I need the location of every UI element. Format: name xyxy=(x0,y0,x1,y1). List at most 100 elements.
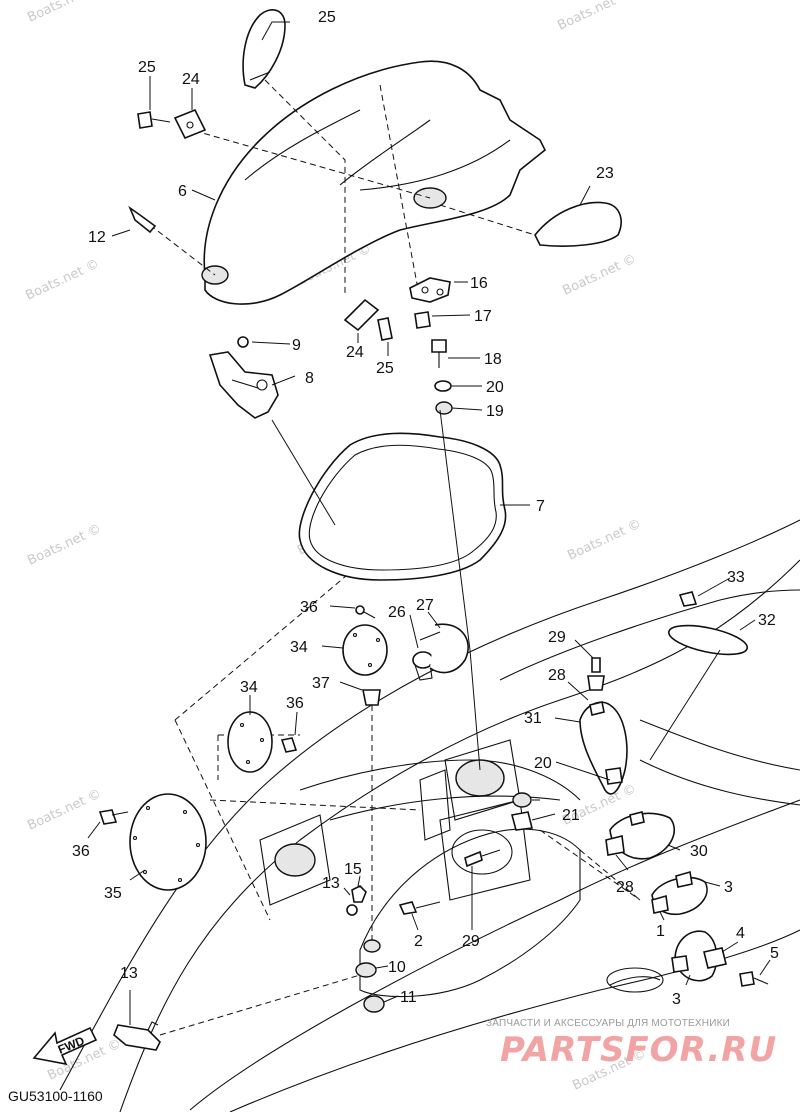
callout-7: 7 xyxy=(536,498,545,515)
watermark: Boats.net © xyxy=(555,0,633,34)
part-37-cap xyxy=(362,689,381,706)
callout-25b: 25 xyxy=(376,360,394,377)
part-34-cover xyxy=(342,624,388,676)
part-3-strap-a xyxy=(651,870,708,916)
part-32-plate xyxy=(667,624,749,656)
watermark: Boats.net © xyxy=(565,517,643,564)
part-22-pad xyxy=(534,201,622,247)
brand-tagline: ЗАПЧАСТИ И АКСЕССУАРЫ ДЛЯ МОТОТЕХНИКИ xyxy=(486,1018,731,1029)
watermark: Boats.net © xyxy=(23,257,101,304)
part-24-clip xyxy=(173,108,207,140)
part-19-grommet xyxy=(435,401,453,415)
callout-17: 17 xyxy=(474,308,492,325)
callout-33: 33 xyxy=(727,569,745,586)
part-25-bolt xyxy=(137,111,171,129)
callout-24b: 24 xyxy=(346,344,364,361)
part-31-strap xyxy=(579,701,628,795)
diagram-code: GU53100-1160 xyxy=(8,1088,103,1104)
callout-12: 12 xyxy=(88,229,106,246)
callout-27: 27 xyxy=(416,597,434,614)
callout-26: 26 xyxy=(388,604,406,621)
bulkhead xyxy=(259,739,531,906)
part-15-nut xyxy=(351,885,367,903)
callout-3b: 3 xyxy=(672,991,681,1008)
part-33-screw xyxy=(678,591,698,607)
part-26-fitting xyxy=(412,651,434,681)
callout-16: 16 xyxy=(470,275,488,292)
callout-19: 19 xyxy=(486,403,504,420)
callout-36: 36 xyxy=(300,599,318,616)
part-36-screw-a xyxy=(355,605,376,619)
callout-28: 28 xyxy=(548,667,566,684)
leader-lines xyxy=(87,21,771,1025)
callout-25: 25 xyxy=(138,59,156,76)
part-12-rivet xyxy=(128,205,157,234)
part-27-hose xyxy=(419,623,469,674)
part-34-cover-b xyxy=(227,711,273,773)
callout-3a: 3 xyxy=(724,879,733,896)
callout-35: 35 xyxy=(104,885,122,902)
watermark: Boats.net © xyxy=(25,522,103,569)
callout-37: 37 xyxy=(312,675,330,692)
watermark: Boats.net © xyxy=(25,0,103,26)
part-17-screw xyxy=(414,311,431,329)
callout-11: 11 xyxy=(400,989,417,1006)
part-9-screw xyxy=(237,336,249,348)
callout-1: 1 xyxy=(656,923,665,940)
part-21-nut xyxy=(511,811,533,831)
callout-34: 34 xyxy=(290,639,308,656)
callout-2: 2 xyxy=(414,933,423,950)
callout-23: 25 xyxy=(318,9,336,26)
part-16-hook xyxy=(409,277,451,303)
callout-22: 23 xyxy=(596,165,614,182)
part-24-clip-lower xyxy=(343,298,380,332)
callout-36c: 36 xyxy=(72,843,90,860)
callout-15: 15 xyxy=(344,861,362,878)
callout-36b: 36 xyxy=(286,695,304,712)
callout-20b: 20 xyxy=(534,755,552,772)
callout-18: 18 xyxy=(484,351,502,368)
part-2-bolt xyxy=(398,901,441,915)
part-5-rivet xyxy=(739,971,769,987)
part-13-plug xyxy=(113,1021,161,1051)
part-29-post xyxy=(464,849,501,868)
callout-20: 20 xyxy=(486,379,504,396)
callout-28b: 28 xyxy=(616,879,634,896)
callout-34b: 34 xyxy=(240,679,258,696)
part-6-hood-cover xyxy=(149,60,547,305)
callout-29b: 29 xyxy=(462,933,480,950)
part-20-grommet xyxy=(512,792,532,808)
part-29-rivet xyxy=(591,657,601,673)
part-36-screw-c xyxy=(98,809,129,825)
callout-9: 9 xyxy=(292,337,301,354)
callout-5: 5 xyxy=(770,945,779,962)
part-23-pad xyxy=(242,9,286,89)
fwd-arrow: FWD xyxy=(32,1026,98,1066)
callout-10: 10 xyxy=(388,959,406,976)
part-35-cover xyxy=(129,793,207,891)
part-8-hinge xyxy=(208,351,279,419)
part-14-washer xyxy=(346,904,358,916)
part-28-clip xyxy=(587,675,605,691)
part-20-washer xyxy=(434,380,452,392)
watermark: Boats.net © xyxy=(560,252,638,299)
part-10-grommet xyxy=(355,962,377,978)
callout-21: 21 xyxy=(562,807,580,824)
part-36-screw-b xyxy=(280,737,298,753)
callout-31: 31 xyxy=(524,710,542,727)
brand-logo[interactable]: PARTSFOR.RU xyxy=(500,1030,778,1070)
callout-14: 13 xyxy=(322,875,340,892)
callout-32: 32 xyxy=(758,612,776,629)
part-7-gasket xyxy=(298,432,507,581)
part-4-clip xyxy=(703,947,727,969)
part-25-bolt-lower xyxy=(377,317,393,341)
part-11-grommet xyxy=(363,995,385,1013)
callout-4: 4 xyxy=(736,925,745,942)
part-18-stud xyxy=(431,339,447,368)
callout-30: 30 xyxy=(690,843,708,860)
callout-6: 6 xyxy=(178,183,187,200)
part-30-strap xyxy=(605,811,675,860)
callout-24: 24 xyxy=(182,71,200,88)
watermark: Boats.net © xyxy=(25,787,103,834)
